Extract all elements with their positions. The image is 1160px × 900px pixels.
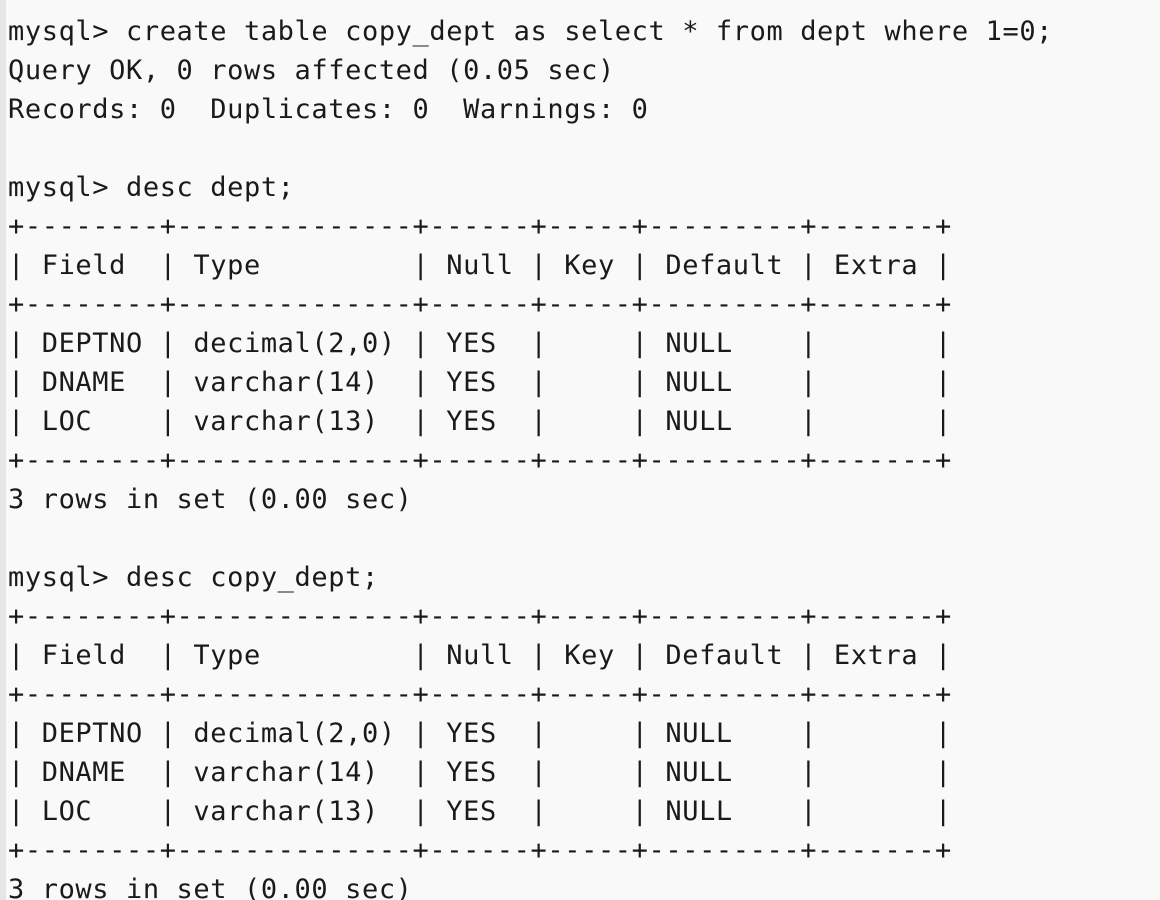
output-line: Records: 0 Duplicates: 0 Warnings: 0 xyxy=(8,94,649,125)
table-row: | DNAME | varchar(14) | YES | | NULL | | xyxy=(8,367,952,398)
table-header-row: | Field | Type | Null | Key | Default | … xyxy=(8,250,952,281)
table-row: | DNAME | varchar(14) | YES | | NULL | | xyxy=(8,757,952,788)
window-left-edge xyxy=(0,0,6,900)
table-border-line: +--------+--------------+------+-----+--… xyxy=(8,211,952,242)
table-border-line: +--------+--------------+------+-----+--… xyxy=(8,679,952,710)
desc-copy-dept-table: +--------+--------------+------+-----+--… xyxy=(8,597,1154,870)
table-row: | DEPTNO | decimal(2,0) | YES | | NULL |… xyxy=(8,718,952,749)
command-line: mysql> desc copy_dept; xyxy=(8,562,379,593)
table-row: | LOC | varchar(13) | YES | | NULL | | xyxy=(8,406,952,437)
blank-line xyxy=(8,519,1154,558)
table-border-line: +--------+--------------+------+-----+--… xyxy=(8,445,952,476)
table-border-line: +--------+--------------+------+-----+--… xyxy=(8,835,952,866)
table-border-line: +--------+--------------+------+-----+--… xyxy=(8,289,952,320)
table-row: | LOC | varchar(13) | YES | | NULL | | xyxy=(8,796,952,827)
table-border-line: +--------+--------------+------+-----+--… xyxy=(8,601,952,632)
output-line: 3 rows in set (0.00 sec) xyxy=(8,484,413,515)
command-line: mysql> desc dept; xyxy=(8,172,295,203)
output-line: Query OK, 0 rows affected (0.05 sec) xyxy=(8,55,615,86)
table-row: | DEPTNO | decimal(2,0) | YES | | NULL |… xyxy=(8,328,952,359)
terminal-output[interactable]: mysql> create table copy_dept as select … xyxy=(8,12,1154,900)
desc-dept-table: +--------+--------------+------+-----+--… xyxy=(8,207,1154,480)
output-line: 3 rows in set (0.00 sec) xyxy=(8,874,413,900)
blank-line xyxy=(8,129,1154,168)
table-header-row: | Field | Type | Null | Key | Default | … xyxy=(8,640,952,671)
command-line: mysql> create table copy_dept as select … xyxy=(8,16,1054,47)
